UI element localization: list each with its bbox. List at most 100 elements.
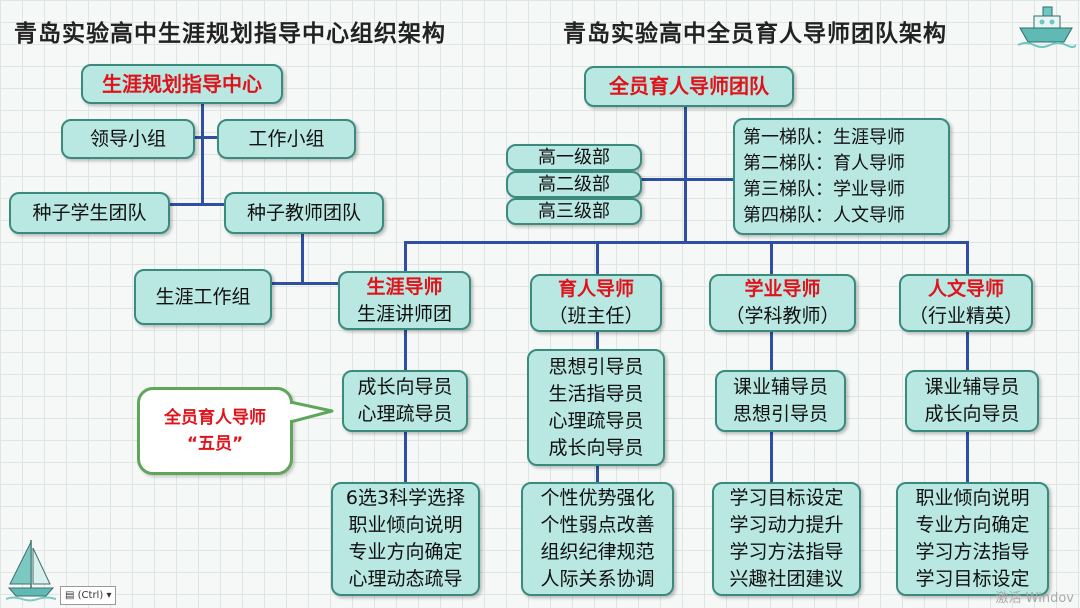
connector-line — [596, 241, 599, 276]
mentor-team-root-box: 全员育人导师团队 — [584, 66, 794, 107]
grade-label: 高三级部 — [538, 201, 610, 222]
seed-teacher-team-label: 种子教师团队 — [246, 201, 361, 224]
connector-line — [684, 105, 687, 243]
chevron-down-icon: ▾ — [106, 590, 112, 601]
connector-line — [640, 178, 686, 181]
left-diagram-title: 青岛实验高中生涯规划指导中心组织架构 — [14, 21, 446, 47]
tasks-box: 职业倾向说明 专业方向确定 学习方法指导 学习目标设定 — [896, 482, 1049, 596]
ship-icon — [1017, 6, 1076, 48]
task-label: 学习方法指导 — [915, 541, 1030, 563]
connector-line — [966, 332, 969, 370]
tasks-box: 个性优势强化 个性弱点改善 组织纪律规范 人际关系协调 — [521, 482, 674, 596]
career-center-box: 生涯规划指导中心 — [81, 64, 283, 104]
column-head-subtitle: （学科教师） — [725, 305, 840, 327]
roles-box: 课业辅导员 成长向导员 — [905, 370, 1039, 432]
roles-box: 思想引导员 生活指导员 心理疏导员 成长向导员 — [527, 349, 665, 466]
column-head-title: 人文导师 — [927, 278, 1004, 300]
task-label: 学习目标设定 — [729, 487, 844, 509]
task-label: 专业方向确定 — [915, 514, 1030, 536]
connector-line — [966, 430, 969, 483]
connector-line — [175, 136, 219, 139]
roles-box: 成长向导员 心理疏导员 — [342, 370, 468, 432]
clipboard-icon: ▤ — [65, 590, 75, 601]
column-head-title: 生涯导师 — [366, 275, 443, 298]
career-mentor-head-box: 生涯导师 生涯讲师团 — [338, 271, 471, 330]
connector-line — [770, 332, 773, 370]
task-label: 个性弱点改善 — [540, 514, 655, 536]
connector-line — [596, 464, 599, 483]
callout-pointer — [290, 400, 334, 424]
connector-line — [966, 241, 969, 276]
connector-line — [404, 328, 407, 370]
column-head-subtitle: （班主任） — [548, 305, 644, 327]
connector-line — [301, 234, 304, 284]
connector-line — [686, 178, 735, 181]
leadership-group-label: 领导小组 — [89, 127, 166, 150]
connector-line — [404, 430, 407, 483]
task-label: 学习目标设定 — [915, 568, 1030, 590]
task-label: 心理动态疏导 — [348, 568, 463, 590]
task-label: 组织纪律规范 — [540, 541, 655, 563]
task-label: 职业倾向说明 — [348, 514, 463, 536]
role-label: 生活指导员 — [548, 382, 644, 405]
connector-line — [596, 332, 599, 350]
task-label: 个性优势强化 — [540, 487, 655, 509]
career-center-label: 生涯规划指导中心 — [102, 71, 262, 96]
paste-options-button[interactable]: ▤ (Ctrl) ▾ — [60, 586, 117, 605]
education-mentor-head-box: 育人导师 （班主任） — [530, 274, 662, 332]
five-roles-callout: 全员育人导师 “五员” — [137, 387, 293, 475]
connector-line — [770, 430, 773, 483]
roles-box: 课业辅导员 思想引导员 — [715, 370, 846, 432]
work-group-box: 工作小组 — [217, 119, 356, 159]
column-head-subtitle: （行业精英） — [908, 305, 1023, 327]
tier-label: 第二梯队：育人导师 — [743, 152, 905, 174]
role-label: 心理疏导员 — [357, 403, 453, 425]
role-label: 思想引导员 — [548, 355, 644, 378]
grade-label: 高二级部 — [538, 174, 610, 195]
work-group-label: 工作小组 — [248, 127, 325, 150]
tasks-box: 学习目标设定 学习动力提升 学习方法指导 兴趣社团建议 — [712, 482, 861, 596]
column-head-title: 育人导师 — [557, 278, 634, 300]
task-label: 专业方向确定 — [348, 541, 463, 563]
callout-line-2: “五员” — [186, 434, 244, 454]
role-label: 课业辅导员 — [732, 376, 828, 398]
mentor-team-root-label: 全员育人导师团队 — [609, 74, 769, 98]
paste-options-label: (Ctrl) — [77, 590, 104, 601]
seed-student-team-box: 种子学生团队 — [9, 192, 170, 234]
connector-line — [404, 241, 407, 276]
task-label: 职业倾向说明 — [915, 487, 1030, 509]
task-label: 学习动力提升 — [729, 514, 844, 536]
tier-label: 第三梯队：学业导师 — [743, 178, 905, 200]
role-label: 成长向导员 — [357, 376, 453, 398]
task-label: 兴趣社团建议 — [729, 568, 844, 590]
role-label: 思想引导员 — [732, 403, 828, 425]
role-label: 心理疏导员 — [548, 409, 644, 432]
grade-box: 高一级部 — [506, 144, 642, 171]
tier-label: 第一梯队：生涯导师 — [743, 126, 905, 148]
column-head-title: 学业导师 — [744, 278, 821, 300]
connector-line — [770, 241, 773, 276]
role-label: 成长向导员 — [924, 403, 1020, 425]
grade-label: 高一级部 — [538, 147, 610, 168]
academic-mentor-head-box: 学业导师 （学科教师） — [709, 274, 856, 332]
tier-label: 第四梯队：人文导师 — [743, 204, 905, 226]
connector-line — [201, 102, 204, 203]
career-work-group-label: 生涯工作组 — [155, 285, 251, 308]
tiers-box: 第一梯队：生涯导师 第二梯队：育人导师 第三梯队：学业导师 第四梯队：人文导师 — [733, 118, 950, 235]
sailboat-icon — [6, 540, 56, 602]
right-diagram-title: 青岛实验高中全员育人导师团队架构 — [563, 21, 947, 47]
seed-student-team-label: 种子学生团队 — [32, 201, 147, 224]
tasks-box: 6选3科学选择 职业倾向说明 专业方向确定 心理动态疏导 — [331, 482, 480, 596]
connector-line — [404, 241, 969, 244]
grade-box: 高二级部 — [506, 171, 642, 198]
column-head-subtitle: 生涯讲师团 — [356, 302, 452, 325]
leadership-group-box: 领导小组 — [61, 119, 195, 159]
career-work-group-box: 生涯工作组 — [134, 269, 272, 325]
task-label: 6选3科学选择 — [345, 487, 466, 509]
role-label: 课业辅导员 — [924, 376, 1020, 398]
grade-box: 高三级部 — [506, 198, 642, 225]
task-label: 学习方法指导 — [729, 541, 844, 563]
role-label: 成长向导员 — [548, 436, 644, 459]
connector-line — [271, 282, 338, 285]
callout-line-1: 全员育人导师 — [164, 408, 266, 428]
